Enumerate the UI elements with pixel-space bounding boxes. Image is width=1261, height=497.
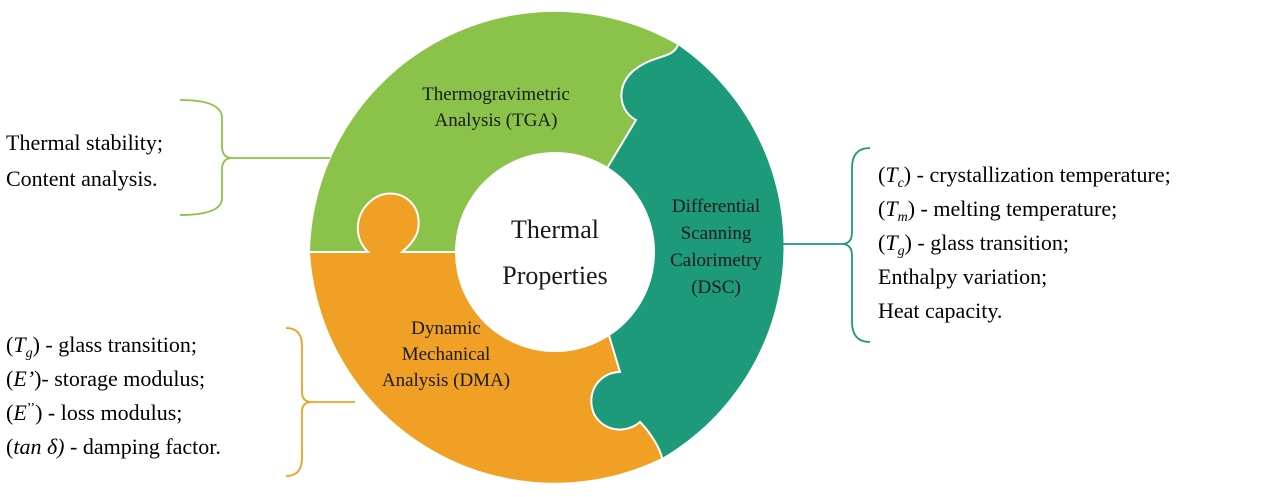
tga-label-line: Thermogravimetric (422, 84, 570, 105)
dsc-list-item: Heat capacity. (878, 298, 1002, 323)
center-title-line2: Properties (502, 261, 607, 290)
dsc-label-line: (DSC) (691, 277, 741, 298)
dma-bracket (285, 327, 355, 477)
center-title-line1: Thermal (511, 215, 599, 244)
dsc-segment (591, 45, 784, 458)
dma-label: Dynamic Mechanical Analysis (DMA) (382, 318, 510, 391)
dsc-list-item: Enthalpy variation; (878, 264, 1047, 289)
dma-list-item: (Tg) - glass transition; (6, 332, 197, 361)
dma-list-item: (E’)- storage modulus; (6, 366, 205, 391)
puzzle-ring (310, 11, 784, 483)
dma-label-line: Dynamic (411, 318, 481, 339)
dma-label-line: Analysis (DMA) (382, 370, 510, 391)
center-circle (460, 157, 650, 347)
dsc-label-line: Calorimetry (670, 250, 762, 271)
dma-segment (310, 193, 662, 483)
dsc-list: (Tc) - crystallization temperature; (Tm) … (878, 162, 1171, 323)
tga-label-line: Analysis (TGA) (435, 110, 558, 131)
tga-bracket (179, 99, 330, 216)
dsc-list-item: (Tm) - melting temperature; (878, 196, 1117, 225)
tga-list-item: Content analysis. (6, 166, 158, 191)
dma-list-item: (E’’) - loss modulus; (6, 400, 182, 425)
dsc-list-item: (Tg) - glass transition; (878, 230, 1069, 259)
dsc-label-line: Scanning (681, 223, 752, 244)
dsc-label-line: Differential (672, 196, 760, 217)
dsc-bracket (783, 147, 871, 343)
tga-list-item: Thermal stability; (6, 130, 163, 155)
tga-label: Thermogravimetric Analysis (TGA) (422, 84, 570, 131)
dma-list: (Tg) - glass transition; (E’)- storage mo… (6, 332, 221, 459)
dsc-label: Differential Scanning Calorimetry (DSC) (670, 196, 762, 298)
tga-segment (310, 11, 678, 252)
dsc-list-item: (Tc) - crystallization temperature; (878, 162, 1171, 191)
dma-label-line: Mechanical (402, 344, 491, 365)
piece-separators (310, 44, 679, 459)
dma-list-item: (tan δ) - damping factor. (6, 434, 221, 459)
